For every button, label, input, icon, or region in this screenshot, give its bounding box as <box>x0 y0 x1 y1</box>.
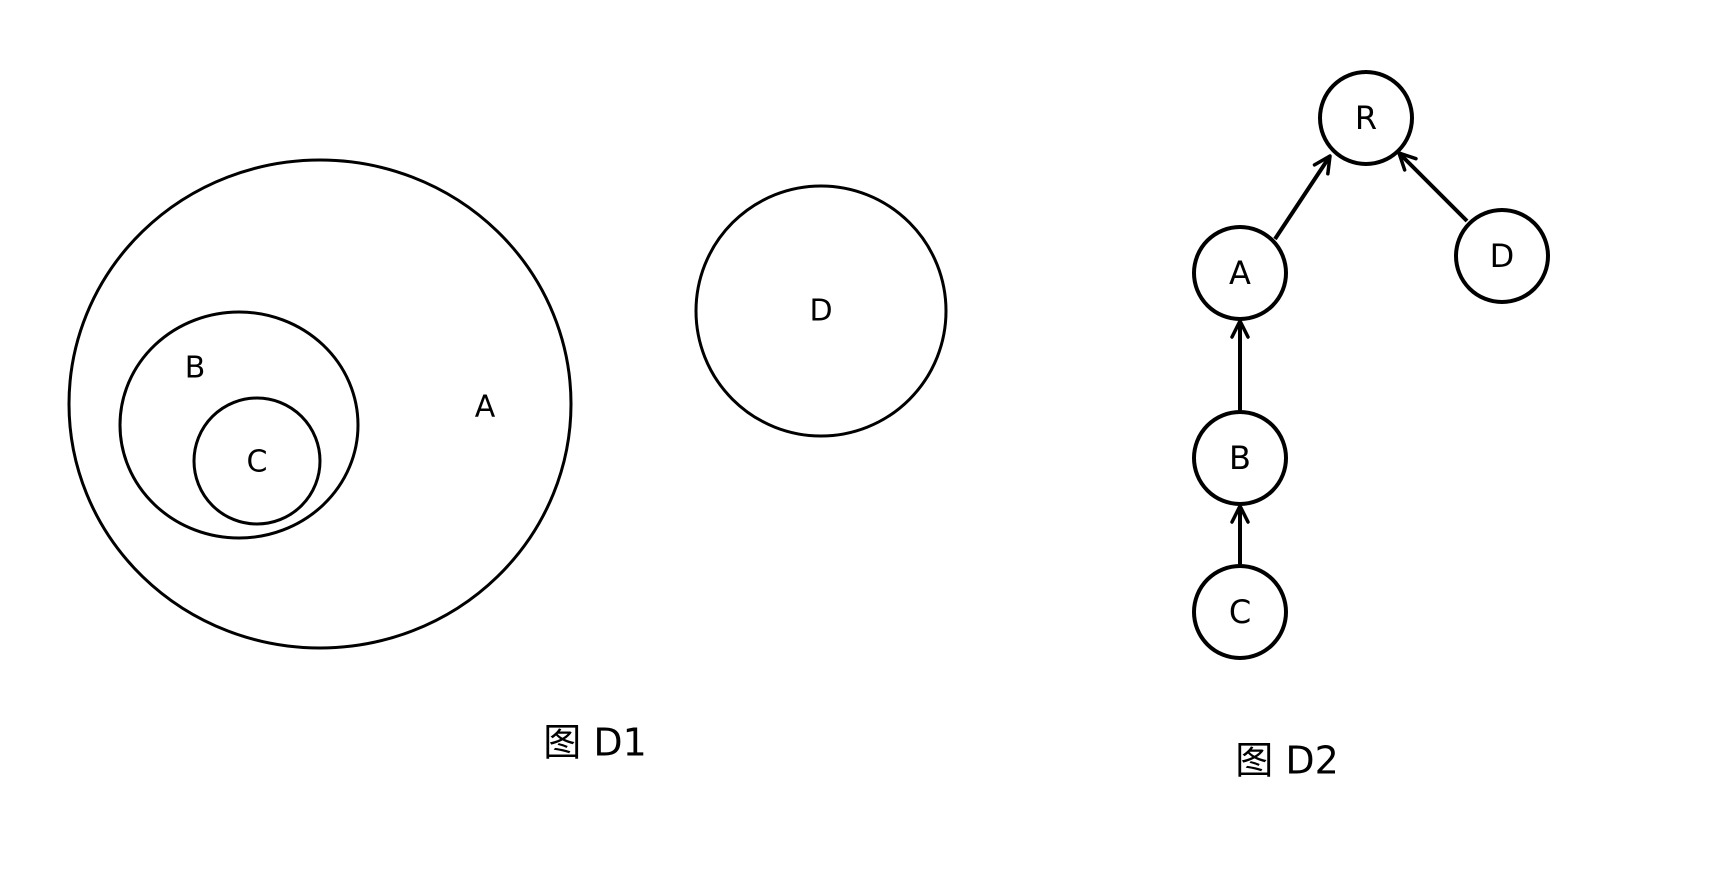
node-b-label: B <box>1229 439 1251 477</box>
node-a <box>1192 225 1288 321</box>
set-a-circle <box>67 158 573 650</box>
node-c-label: C <box>1229 593 1251 631</box>
set-d-circle <box>694 184 948 438</box>
figure-d1: A B C D 图 D1 <box>67 158 948 765</box>
node-d-label: D <box>1490 237 1515 275</box>
set-b-circle <box>118 310 360 540</box>
set-c-circle <box>192 396 322 526</box>
node-r <box>1318 70 1414 166</box>
node-d <box>1454 208 1550 304</box>
node-a-label: A <box>1229 254 1251 292</box>
node-r-label: R <box>1355 99 1377 137</box>
node-c <box>1192 564 1288 660</box>
figure-d2-caption: 图 D2 <box>1235 739 1339 783</box>
set-c-label: C <box>247 445 268 480</box>
set-a-label: A <box>475 390 496 425</box>
figure-d2: R A D B C 图 D2 <box>1192 70 1550 783</box>
set-d-label: D <box>809 294 832 329</box>
node-b <box>1192 410 1288 506</box>
edge-a-to-r <box>1273 154 1332 241</box>
set-b-label: B <box>185 351 206 386</box>
edge-d-to-r <box>1397 151 1469 223</box>
figure-d1-caption: 图 D1 <box>543 721 647 765</box>
